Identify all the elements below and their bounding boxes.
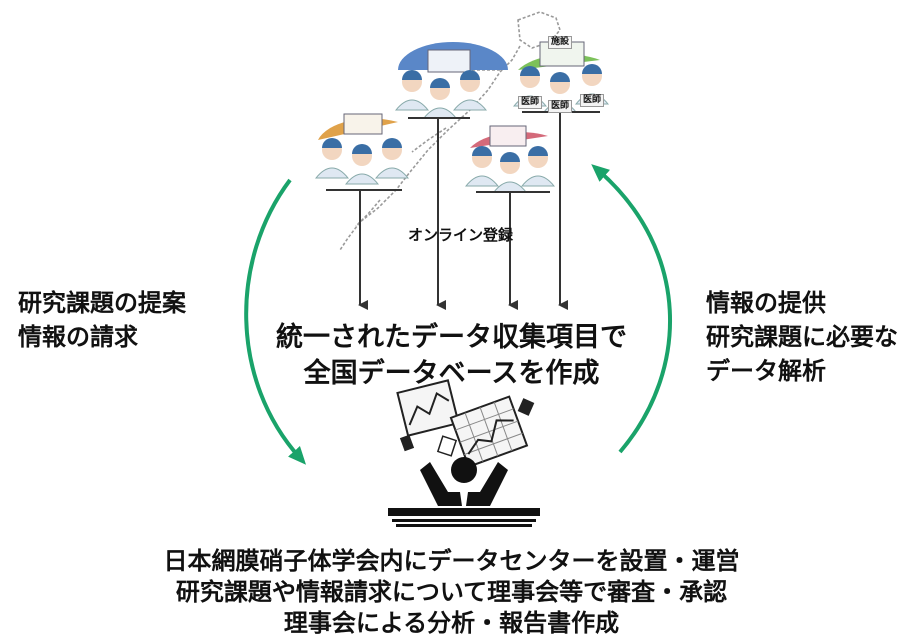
small-paper-icon	[517, 398, 535, 416]
hospital-group-red	[470, 125, 548, 148]
hospital-group-orange	[318, 113, 398, 140]
desk-icon	[388, 508, 540, 527]
hospital-group-blue	[398, 42, 508, 73]
connector-red	[476, 191, 550, 198]
data-center-description: 日本網膜硝子体学会内にデータセンターを設置・運営 研究課題や情報請求について理事…	[0, 546, 903, 639]
connector-green	[522, 111, 600, 122]
doctor-icon	[374, 138, 410, 179]
cycle-arrow-left	[244, 178, 307, 465]
hospital-building-icon	[343, 113, 383, 135]
doctor-badge: 医師	[518, 96, 543, 109]
right-label-line: 情報の提供	[706, 289, 826, 317]
doctor-icon	[452, 70, 488, 111]
doctor-icon	[422, 78, 458, 119]
small-paper-icon	[399, 434, 415, 452]
connector-blue	[408, 117, 470, 128]
doctor-icon	[394, 70, 430, 111]
description-line: 研究課題や情報請求について理事会等で審査・承認	[175, 578, 728, 606]
left-label-line: 研究課題の提案	[18, 289, 186, 317]
doctor-icon	[520, 146, 556, 187]
person-body-icon	[420, 462, 508, 506]
person-head-icon	[451, 457, 477, 483]
left-label-line: 情報の請求	[18, 323, 138, 351]
cycle-arrow-right	[591, 164, 673, 454]
facility-badge: 施設	[548, 36, 573, 49]
database-title-line: 統一されたデータ収集項目で	[276, 322, 627, 353]
doctor-icon	[344, 144, 380, 185]
connector-orange	[326, 189, 402, 196]
description-line: 理事会による分析・報告書作成	[283, 609, 620, 637]
database-title-line: 全国データベースを作成	[303, 358, 600, 389]
hospital-building-icon	[427, 49, 471, 73]
doctor-badge: 医師	[548, 100, 573, 113]
doctor-badge: 医師	[580, 94, 605, 107]
left-label: 研究課題の提案 情報の請求	[18, 286, 186, 354]
right-label-line: 研究課題に必要な	[706, 323, 898, 351]
description-line: 日本網膜硝子体学会内にデータセンターを設置・運営	[163, 547, 740, 575]
doctor-icon	[492, 152, 528, 193]
data-center-figure	[388, 379, 540, 527]
chart-sheet-icon	[449, 395, 529, 468]
doctor-icons	[314, 64, 610, 193]
hospital-building-icon	[489, 125, 527, 147]
report-sheet-icon	[396, 379, 460, 437]
small-paper-icon	[436, 435, 458, 457]
database-title: 統一されたデータ収集項目で 全国データベースを作成	[0, 320, 903, 392]
right-label-line: データ解析	[706, 357, 826, 385]
data-flow-arrows	[358, 122, 568, 310]
right-label: 情報の提供 研究課題に必要な データ解析	[706, 286, 898, 388]
doctor-icon	[314, 138, 350, 179]
doctor-icon	[464, 146, 500, 187]
online-registration-label: オンライン登録	[408, 226, 514, 244]
